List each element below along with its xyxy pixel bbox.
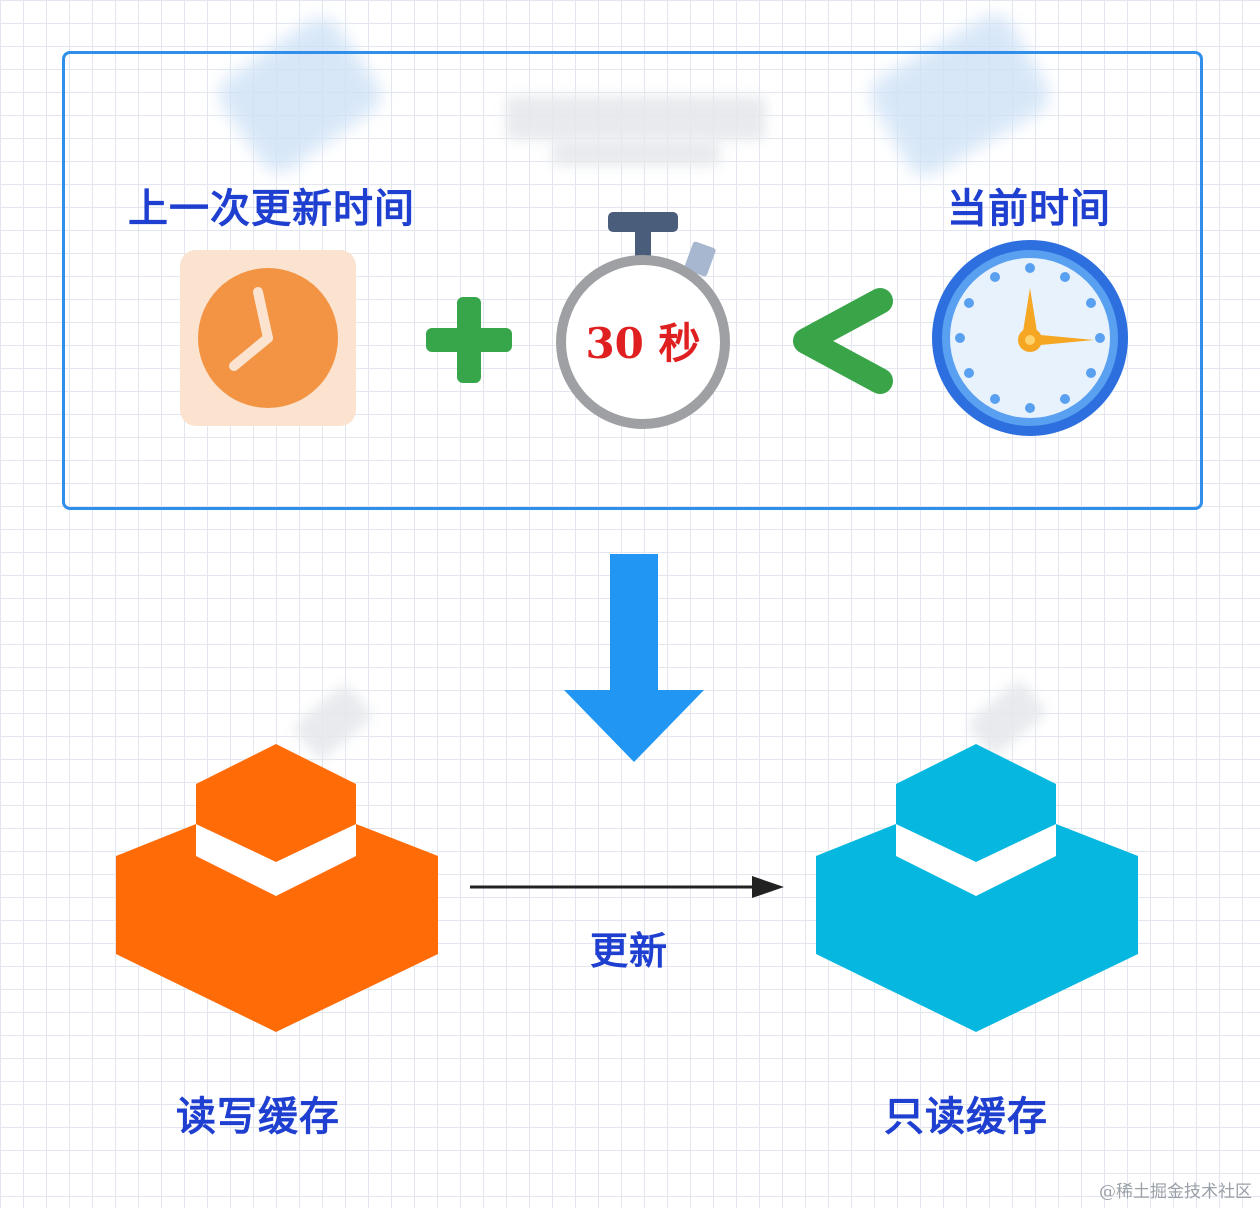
less-than-icon	[793, 288, 893, 394]
blurred-title	[506, 96, 766, 140]
update-label: 更新	[590, 929, 669, 973]
read-only-cache-icon	[816, 744, 1138, 1032]
last-update-time-label: 上一次更新时间	[128, 186, 415, 232]
stopwatch-icon: 30 秒	[556, 212, 730, 429]
read-write-cache-label: 读写缓存	[176, 1094, 340, 1140]
read-only-cache-label: 只读缓存	[884, 1094, 1048, 1140]
blurred-subtitle	[552, 140, 720, 166]
watermark: @稀土掘金技术社区	[1099, 1182, 1252, 1202]
update-arrow	[470, 876, 784, 898]
down-arrow	[564, 554, 704, 762]
time-check-frame	[62, 51, 1203, 510]
blue-clock-icon	[932, 240, 1128, 436]
read-write-cache-icon	[116, 744, 438, 1032]
plus-icon	[426, 297, 512, 383]
current-time-label: 当前时间	[947, 186, 1111, 232]
orange-clock-icon	[180, 250, 356, 426]
stopwatch-label: 30 秒	[585, 319, 700, 368]
